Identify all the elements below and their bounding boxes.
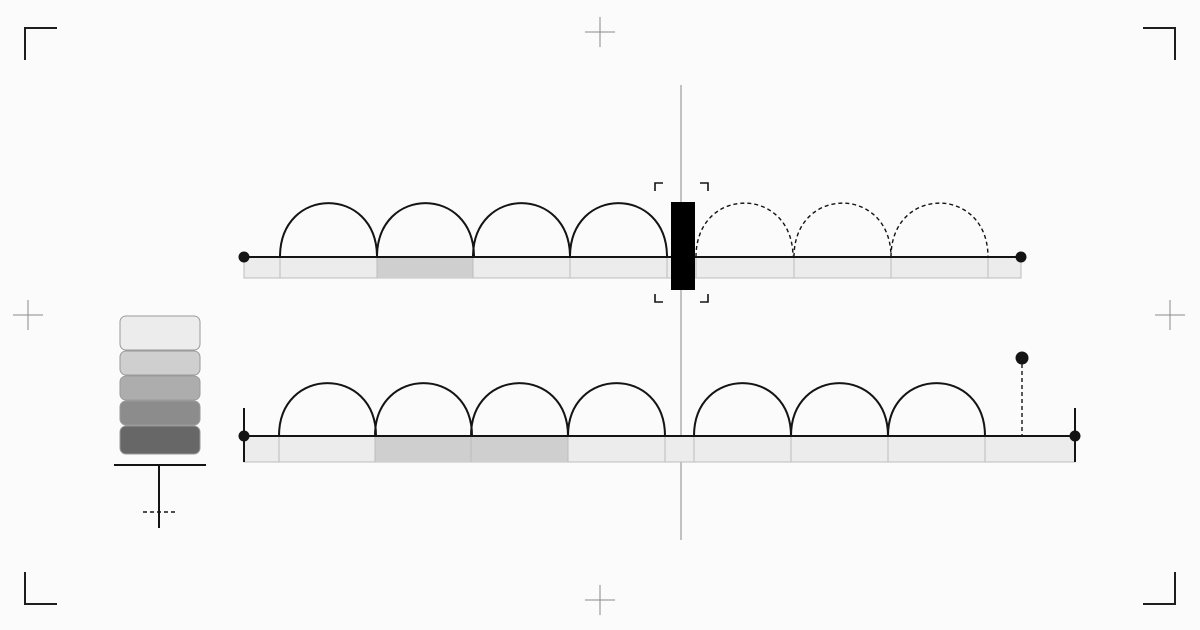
swatch-stack	[119, 315, 201, 455]
registration-cross-top	[585, 17, 615, 47]
top-row-arc-4	[569, 202, 668, 258]
top-row-arc-6-dashed	[793, 202, 892, 258]
focus-bracket-top-left	[654, 182, 663, 191]
top-row-arc-2	[376, 202, 475, 258]
top-row-track	[243, 256, 1022, 279]
bottom-row-arc-1	[278, 382, 377, 437]
bottom-row-start-dot	[238, 430, 250, 442]
top-row-arc-3	[472, 202, 571, 258]
top-row	[238, 182, 1027, 303]
focus-bracket-bottom-right	[700, 294, 709, 303]
swatch-1	[119, 315, 201, 351]
corner-bracket-bottom-left	[24, 572, 57, 605]
registration-cross-right	[1155, 300, 1185, 330]
top-row-arc-5-dashed	[695, 202, 794, 258]
focus-bracket-top-right	[700, 182, 709, 191]
bottom-row-arcs	[278, 382, 986, 437]
bottom-row-arc-4	[567, 382, 666, 437]
registration-cross-bottom	[585, 585, 615, 615]
corner-bracket-top-right	[1143, 27, 1176, 60]
bottom-row-track-highlight-1	[375, 436, 471, 462]
swatch-5	[119, 425, 201, 455]
bottom-row-arc-3	[470, 382, 569, 437]
frame-corners	[24, 27, 1176, 605]
top-row-arc-1	[279, 202, 378, 258]
bottom-row-end-dot	[1069, 430, 1081, 442]
bottom-row-track-highlight-2	[471, 436, 568, 462]
top-row-start-dot	[238, 251, 250, 263]
bottom-row-track	[243, 435, 1076, 463]
corner-bracket-top-left	[24, 27, 57, 60]
raised-marker-dot	[1015, 351, 1029, 365]
swatch-stand	[114, 464, 206, 528]
top-row-track-bar	[243, 256, 1022, 279]
registration-crosses	[13, 17, 1185, 615]
top-row-cursor	[654, 182, 709, 303]
bottom-row-track-bar	[243, 435, 1076, 463]
swatch-4	[119, 400, 201, 426]
top-row-arc-7-dashed	[890, 202, 989, 258]
swatch-3	[119, 375, 201, 401]
bottom-row-arc-7	[887, 382, 986, 437]
bottom-row-arc-6	[790, 382, 889, 437]
top-row-end-dot	[1015, 251, 1027, 263]
top-row-track-highlight-1	[377, 257, 473, 278]
bottom-row-arc-2	[374, 382, 473, 437]
bottom-row	[238, 351, 1081, 463]
corner-bracket-bottom-right	[1143, 572, 1176, 605]
swatch-2	[119, 350, 201, 376]
bottom-row-arc-5	[693, 382, 792, 437]
focus-bracket-bottom-left	[654, 294, 663, 303]
top-row-arcs	[279, 202, 989, 258]
registration-cross-left	[13, 300, 43, 330]
cursor-block	[671, 202, 695, 290]
